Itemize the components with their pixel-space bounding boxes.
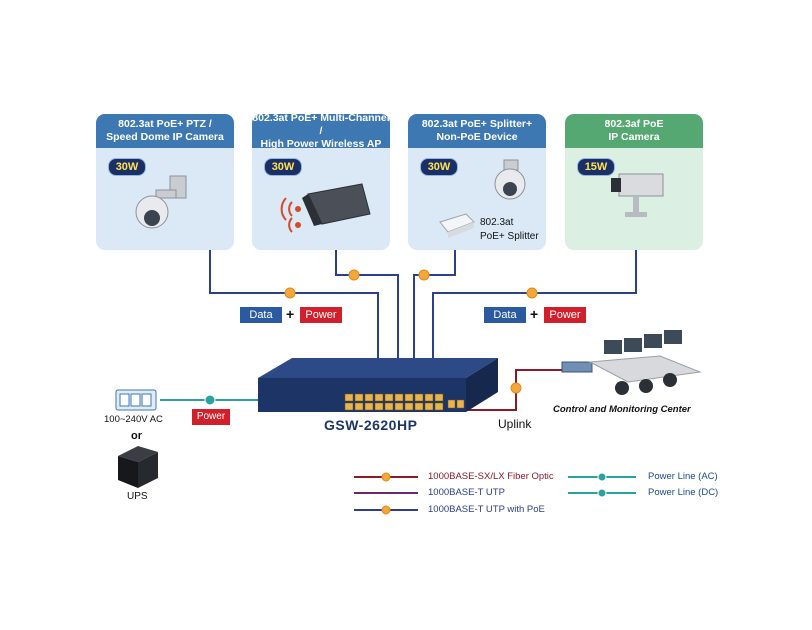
device-title: 802.3at PoE+ Multi-Channel / High Power … <box>252 111 390 150</box>
power-badge: 30W <box>264 158 302 176</box>
ups-label: UPS <box>127 491 148 502</box>
legend-label-utp-poe: 1000BASE-T UTP with PoE <box>428 504 545 515</box>
poe-marker-2 <box>348 269 360 281</box>
poe-marker-1 <box>284 287 296 299</box>
control-center-label: Control and Monitoring Center <box>553 404 691 415</box>
dome-camera-icon <box>494 159 526 200</box>
splitter-label: 802.3at PoE+ Splitter <box>480 217 539 242</box>
ip-camera-icon <box>611 173 664 217</box>
device-card-camera: 802.3af PoE IP Camera 15W <box>565 114 703 250</box>
power-label: Power <box>300 307 342 323</box>
data-label: Data <box>484 307 526 323</box>
data-label: Data <box>240 307 282 323</box>
poe-marker-4 <box>526 287 538 299</box>
legend-label-dc: Power Line (DC) <box>648 487 719 498</box>
plus-sign: + <box>286 306 295 322</box>
legend-label-ac: Power Line (AC) <box>648 471 718 482</box>
device-card-ptz: 802.3at PoE+ PTZ / Speed Dome IP Camera … <box>96 114 234 250</box>
power-badge: 30W <box>108 158 146 176</box>
device-title: 802.3at PoE+ PTZ / Speed Dome IP Camera <box>96 114 234 148</box>
power-label: Power <box>192 409 230 425</box>
or-label: or <box>131 430 142 442</box>
switch-name: GSW-2620HP <box>324 417 418 433</box>
legend-label-utp: 1000BASE-T UTP <box>428 487 505 498</box>
legend-label-fiber: 1000BASE-SX/LX Fiber Optic <box>428 471 554 482</box>
power-badge: 15W <box>577 158 615 176</box>
fiber-marker <box>510 382 522 394</box>
ac-marker <box>204 394 216 406</box>
power-badge: 30W <box>420 158 458 176</box>
ac-label: 100~240V AC <box>104 414 163 425</box>
device-title: 802.3at PoE+ Splitter+ Non-PoE Device <box>408 114 546 148</box>
device-title: 802.3af PoE IP Camera <box>565 114 703 148</box>
uplink-label: Uplink <box>498 417 532 431</box>
ptz-camera-icon <box>135 175 187 229</box>
device-card-splitter: 802.3at PoE+ Splitter+ Non-PoE Device 30… <box>408 114 546 250</box>
device-card-ap: 802.3at PoE+ Multi-Channel / High Power … <box>252 111 390 250</box>
plus-sign: + <box>530 306 539 322</box>
wireless-ap-icon <box>280 183 371 233</box>
poe-splitter-icon <box>439 213 475 238</box>
poe-marker-3 <box>418 269 430 281</box>
power-label: Power <box>544 307 586 323</box>
